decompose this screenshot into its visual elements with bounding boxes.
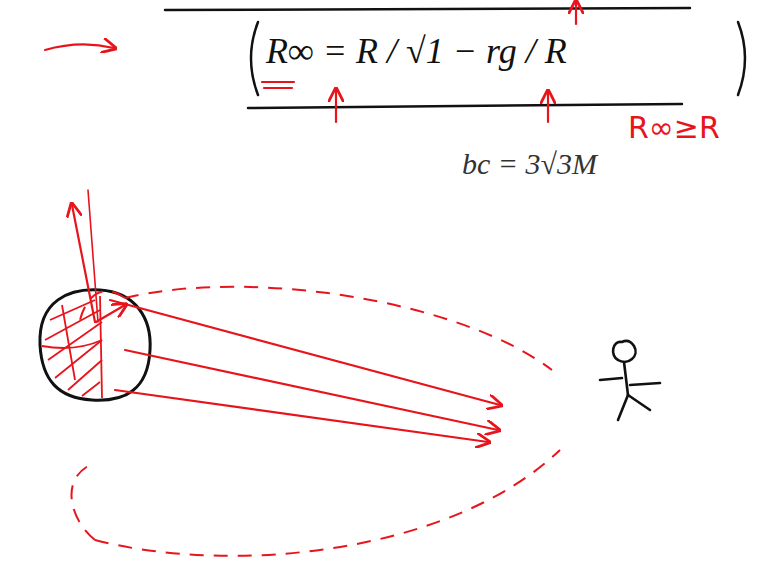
formula-frame bbox=[165, 8, 745, 108]
formula-text: bc = 3√3M bbox=[462, 146, 597, 182]
handwritten-note: R∞≥R bbox=[628, 110, 720, 146]
observer-figure bbox=[600, 341, 660, 420]
annotation-marks bbox=[45, 2, 576, 122]
formula-text: R∞ = R / √1 − rg / R bbox=[266, 30, 567, 73]
orbit-path bbox=[71, 287, 560, 556]
